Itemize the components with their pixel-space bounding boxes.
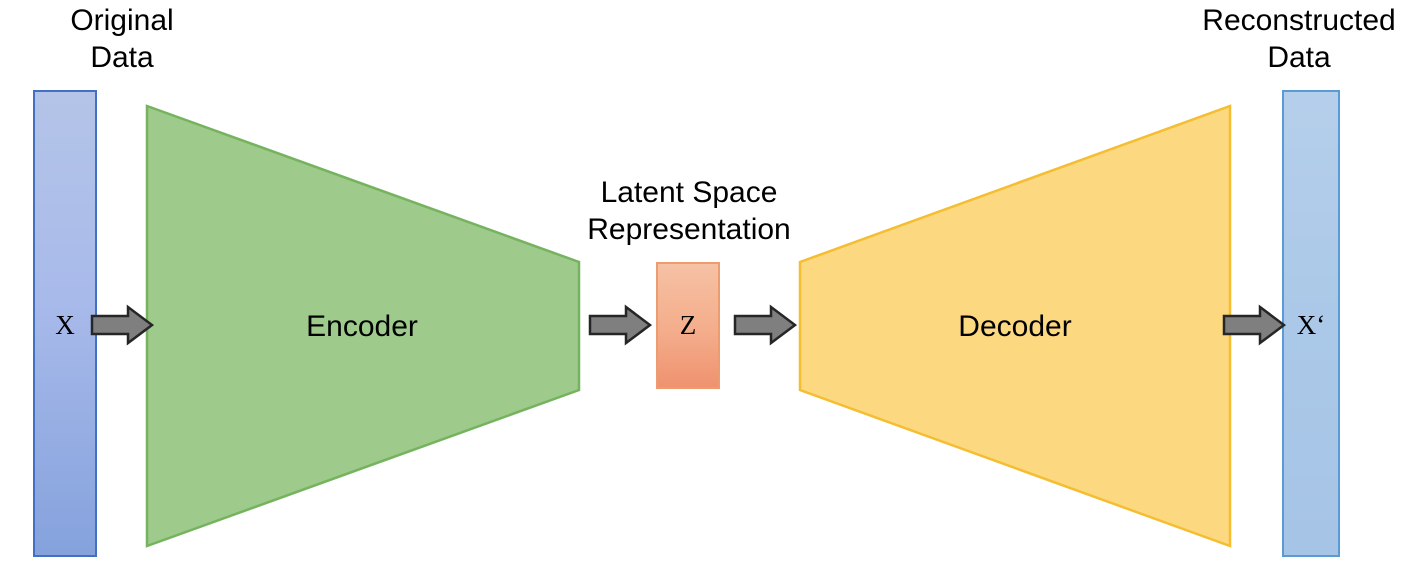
arrow-latent-to-decoder (733, 304, 797, 346)
input-variable-label: X (55, 310, 75, 340)
decoder-shape[interactable] (798, 104, 1232, 548)
right-arrow-icon (588, 304, 652, 346)
arrow-decoder-to-output (1222, 304, 1286, 346)
decoder-label: Decoder (958, 310, 1072, 343)
arrow-encoder-to-latent (588, 304, 652, 346)
output-variable-label: X‘ (1296, 310, 1326, 340)
latent-space-caption: Latent Space Representation (587, 176, 791, 246)
arrow-polygon (90, 304, 154, 346)
right-arrow-icon (733, 304, 797, 346)
right-arrow-icon (1222, 304, 1286, 346)
arrow-input-to-encoder (90, 304, 154, 346)
encoder-trapezoid-svg (145, 104, 581, 548)
reconstructed-data-bar[interactable] (1282, 90, 1340, 557)
encoder-shape[interactable] (145, 104, 581, 548)
latent-space-box[interactable] (656, 262, 720, 389)
encoder-polygon (145, 104, 581, 548)
decoder-polygon (798, 104, 1232, 548)
arrow-polygon (1222, 304, 1286, 346)
encoder-label: Encoder (306, 310, 418, 343)
arrow-polygon (588, 304, 652, 346)
decoder-trapezoid-svg (798, 104, 1232, 548)
arrow-polygon (733, 304, 797, 346)
original-data-bar[interactable] (33, 90, 97, 557)
reconstructed-data-caption: Reconstructed Data (1202, 4, 1396, 74)
original-data-caption: Original Data (70, 4, 174, 74)
right-arrow-icon (90, 304, 154, 346)
latent-variable-label: Z (679, 310, 697, 340)
